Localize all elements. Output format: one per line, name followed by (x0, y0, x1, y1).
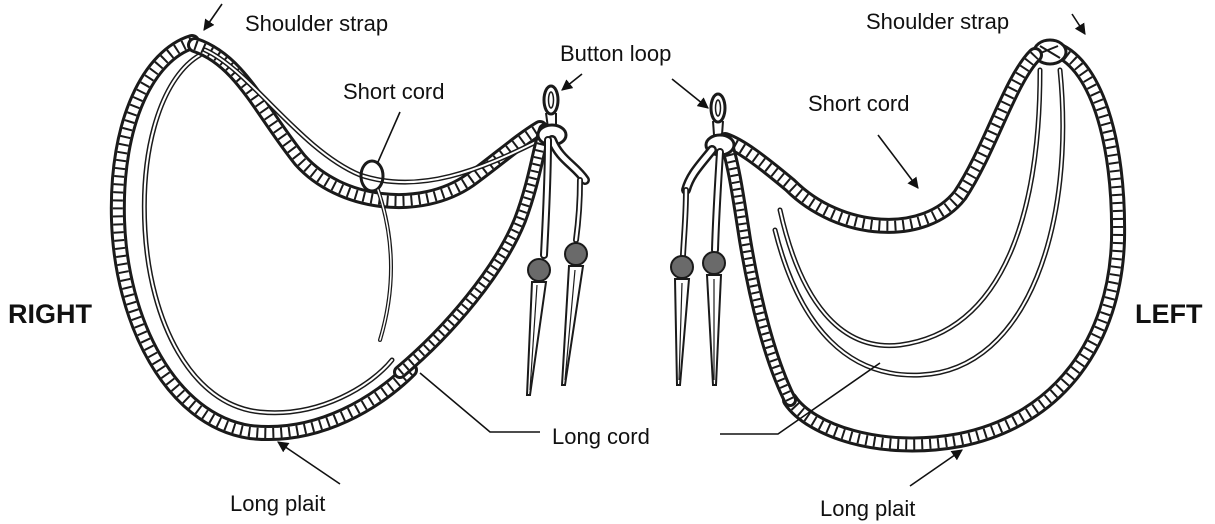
label-left-short-cord: Short cord (808, 91, 910, 116)
label-left-long-plait: Long plait (820, 496, 915, 521)
label-long-cord: Long cord (552, 424, 650, 449)
label-button-loop: Button loop (560, 41, 671, 66)
label-right-long-plait: Long plait (230, 491, 325, 516)
left-tags-illustration (671, 94, 734, 385)
button-loop-arrow-left-side (672, 79, 708, 108)
right-short-cord-leader (378, 112, 400, 162)
label-left-shoulder-strap: Shoulder strap (866, 9, 1009, 34)
left-long-cord-leader (720, 363, 880, 434)
button-loop-arrow-right-side (562, 74, 582, 90)
right-long-cord-illustration (400, 130, 545, 372)
left-shoulder-strap-arrow (1072, 14, 1085, 34)
right-long-cord-leader (420, 373, 540, 432)
label-side-left: LEFT (1135, 299, 1203, 329)
right-long-plait-arrow (278, 442, 340, 484)
right-shoulder-strap-arrow (204, 4, 222, 30)
left-long-plait-arrow (910, 450, 962, 486)
left-short-cord-arrow (878, 135, 918, 188)
label-right-short-cord: Short cord (343, 79, 445, 104)
label-side-right: RIGHT (8, 299, 93, 329)
label-right-shoulder-strap: Shoulder strap (245, 11, 388, 36)
text-labels: Shoulder strap Shoulder strap Short cord… (8, 9, 1203, 521)
